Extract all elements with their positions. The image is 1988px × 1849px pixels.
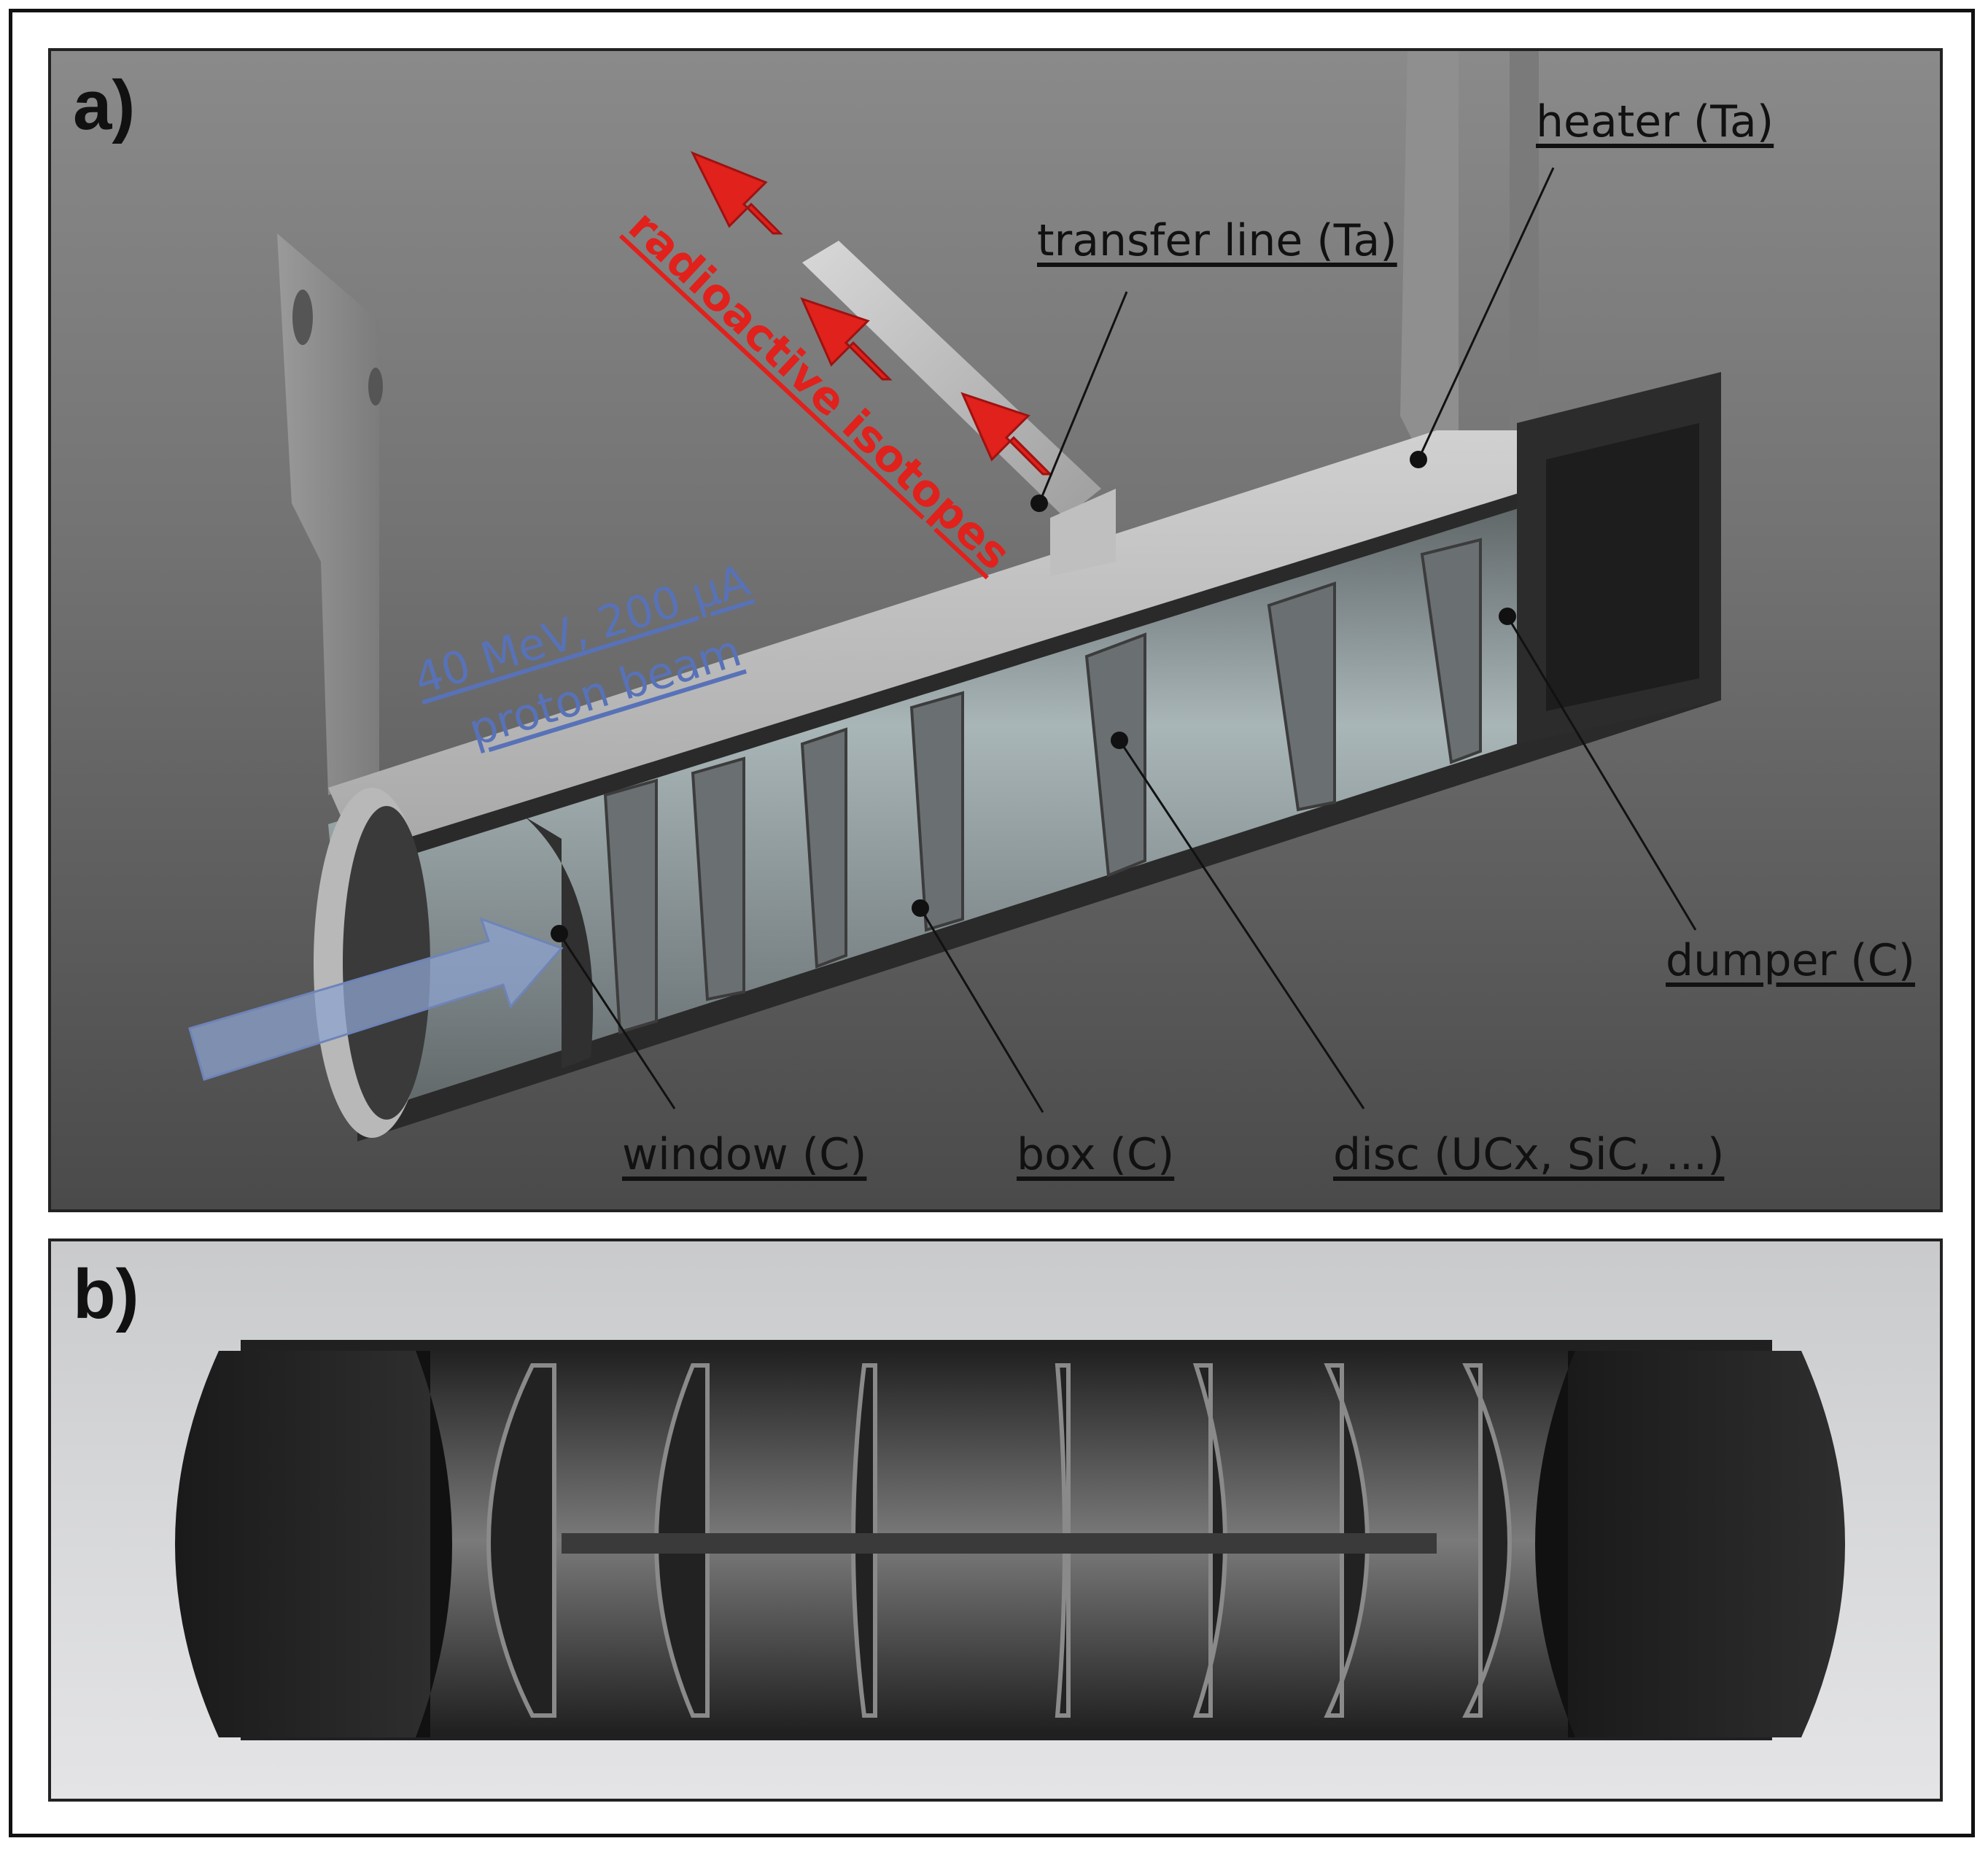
box-bottom-edge (357, 678, 1721, 1141)
leader-dots (551, 451, 1516, 942)
box-graphite-body (328, 394, 1721, 1131)
heater-bracket-left (277, 233, 379, 795)
box-top-plate (328, 394, 1721, 853)
heater-bracket-right (1400, 51, 1459, 445)
disc-row (486, 1363, 1512, 1718)
label-dumper: dumper (C) (1666, 935, 1916, 986)
transfer-line-pipe (802, 241, 1101, 518)
label-window: window (C) (622, 1129, 867, 1180)
isotope-arrows (690, 151, 1053, 476)
box-top-edge (357, 430, 1721, 872)
label-transfer-line: transfer line (Ta) (1037, 215, 1397, 266)
target-render-illustration (188, 51, 1721, 1141)
beam-arrow (188, 917, 564, 1081)
disc-support-spine (562, 1533, 1437, 1554)
panel-a-letter: a) (73, 66, 136, 144)
transfer-line-flange (1050, 489, 1116, 576)
panel-b-letter: b) (73, 1255, 139, 1333)
panel-a-render: a) heater (Ta) transfer line (Ta) dumper… (48, 48, 1943, 1212)
disc-stack (603, 538, 1482, 1034)
label-heater: heater (Ta) (1536, 96, 1774, 147)
label-box: box (C) (1017, 1129, 1175, 1180)
dumper-end (1568, 1351, 1845, 1737)
window-disc (525, 817, 594, 1069)
label-disc: disc (UCx, SiC, ...) (1333, 1129, 1725, 1180)
panel-b-photo: b) (48, 1239, 1943, 1802)
bracket-hole-2 (368, 368, 383, 406)
bracket-hole-1 (292, 290, 313, 345)
heater-rod (1510, 51, 1539, 460)
target-photo-illustration (175, 1340, 1845, 1740)
window-end (175, 1351, 430, 1737)
leader-lines (558, 167, 1697, 1113)
